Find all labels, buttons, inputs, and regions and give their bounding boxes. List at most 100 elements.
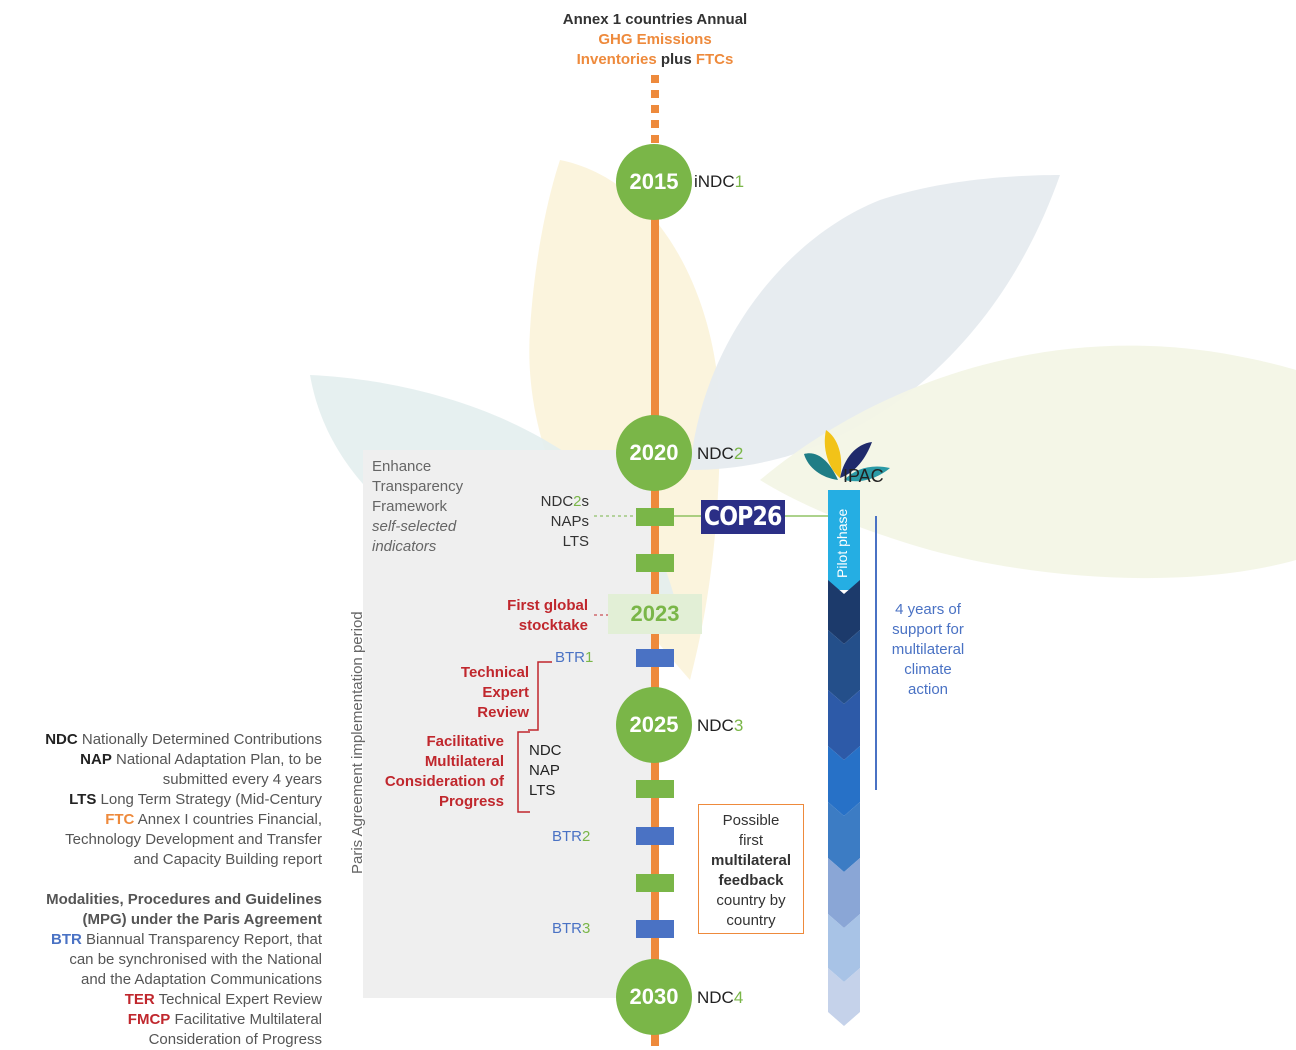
legend-lts-val: Long Term Strategy (Mid-Century: [100, 791, 322, 808]
inventories-text: Inventories: [576, 51, 657, 68]
plus-text: plus: [660, 51, 692, 68]
btr2-num: 2: [582, 828, 591, 845]
etf-text: Enhance Transparency Framework self-sele…: [372, 457, 463, 557]
feedback-line3: multilateral: [710, 852, 792, 869]
global-stocktake-text: First global stocktake: [470, 596, 588, 636]
ndc2s-num: 2: [573, 493, 582, 510]
btr2-label: BTR2: [552, 827, 590, 847]
legend-nap-cont: submitted every 4 years: [162, 771, 322, 788]
ndc2-label: NDC2: [697, 444, 743, 464]
ndc2s-prefix: NDC: [540, 493, 574, 510]
legend-ftc-key: FTC: [105, 811, 135, 828]
year-2020-circle: 2020: [616, 415, 692, 491]
support-line1: 4 years of: [895, 601, 961, 618]
feedback-line1: Possible: [722, 812, 780, 829]
btr2-prefix: BTR: [552, 828, 582, 845]
legend-ftc-cont1: Technology Development and Transfer: [65, 831, 322, 848]
feedback-line6: country: [726, 912, 776, 929]
legend-ter-key: TER: [124, 991, 155, 1008]
pilot-phase-arrow: [828, 490, 860, 1026]
year-2025-label: 2025: [629, 712, 679, 737]
etf-line4: self-selected: [372, 518, 457, 535]
legend-fmcp: FMCP Facilitative Multilateral: [0, 1010, 322, 1030]
btr3-label: BTR3: [552, 919, 590, 939]
fmcp-bracket: [517, 731, 530, 813]
ndc4-label: NDC4: [697, 988, 743, 1008]
ipac-logo-icon: [804, 430, 890, 482]
feedback-line4: feedback: [718, 872, 784, 889]
ndc2-prefix: NDC: [697, 444, 734, 463]
ndc1-num: 1: [734, 172, 745, 191]
leaf-yellow: [529, 160, 720, 680]
naps-label: NAPs: [550, 513, 589, 530]
legend-ftc: FTC Annex I countries Financial,: [0, 810, 322, 830]
ter-text: Technical Expert Review: [430, 663, 529, 723]
btr1-label: BTR1: [555, 648, 593, 668]
top-header: Annex 1 countries Annual GHG Emissions I…: [520, 10, 790, 70]
support-line2: support for: [892, 621, 964, 638]
ter-bracket: [528, 661, 552, 731]
year-2030-label: 2030: [629, 984, 679, 1009]
legend-btr-val1: Biannual Transparency Report, that: [86, 931, 322, 948]
btr3-prefix: BTR: [552, 920, 582, 937]
ndc3-prefix: NDC: [697, 716, 734, 735]
support-line3: multilateral: [891, 641, 965, 658]
timeline-block-btr2: [636, 827, 674, 845]
support-text: 4 years of support for multilateral clim…: [878, 600, 978, 700]
support-line5: action: [907, 681, 949, 698]
year-2015-label: 2015: [629, 169, 679, 194]
bracket-list-ndc: NDC: [529, 742, 562, 759]
btr1-prefix: BTR: [555, 649, 585, 666]
btr3-num: 3: [582, 920, 591, 937]
year-2020-label: 2020: [629, 440, 679, 465]
pilot-phase-label: Pilot phase: [834, 509, 850, 578]
top-header-line1: Annex 1 countries Annual: [562, 11, 748, 28]
legend-btr-cont2: and the Adaptation Communications: [81, 971, 322, 988]
ter-line2: Expert: [482, 684, 529, 701]
fmcp-line4: Progress: [438, 793, 504, 810]
legend-fmcp-val1: Facilitative Multilateral: [174, 1011, 322, 1028]
timeline-block-2028: [636, 874, 674, 892]
ipac-label: IPAC: [843, 466, 884, 486]
ndc2s-suffix: s: [581, 493, 590, 510]
cop26-label: COP26: [704, 502, 783, 532]
ter-line3: Review: [477, 704, 529, 721]
year-2023-box: 2023: [608, 594, 702, 634]
fmcp-line1: Facilitative: [426, 733, 504, 750]
year-2023-label: 2023: [630, 601, 680, 626]
legend-nap: NAP National Adaptation Plan, to be: [0, 750, 322, 770]
legend-btr: BTR Biannual Transparency Report, that: [0, 930, 322, 950]
top-header-line3: Inventories plus FTCs: [520, 50, 790, 70]
support-line4: climate: [904, 661, 952, 678]
legend-spacer: [0, 870, 322, 890]
cop26-badge: COP26: [701, 500, 785, 534]
ftcs-text: FTCs: [695, 51, 734, 68]
legend-btr-key: BTR: [51, 931, 82, 948]
ndc1-prefix: iNDC: [694, 172, 735, 191]
legend-ter: TER Technical Expert Review: [0, 990, 322, 1010]
year-2025-circle: 2025: [616, 687, 692, 763]
ndc2s-label: NDC2s: [500, 492, 589, 512]
fmcp-text: Facilitative Multilateral Consideration …: [370, 732, 504, 812]
bracket-list-lts: LTS: [529, 782, 556, 799]
feedback-line5: country by: [716, 892, 786, 909]
legend-fmcp-cont: Consideration of Progress: [148, 1031, 322, 1048]
legend-ndc-key: NDC: [45, 731, 78, 748]
ndc1-label: iNDC1: [694, 172, 744, 192]
etf-line2: Transparency: [372, 478, 464, 495]
bracket-list-nap: NAP: [529, 762, 560, 779]
ndc2-num: 2: [733, 444, 744, 463]
timeline-block-btr3: [636, 920, 674, 938]
ndc4-num: 4: [733, 988, 744, 1007]
ndc3-label: NDC3: [697, 716, 743, 736]
gst-line1: First global: [507, 597, 588, 614]
fmcp-line2: Multilateral: [424, 753, 504, 770]
legend-btr-cont1: can be synchronised with the National: [69, 951, 322, 968]
legend-ftc-val1: Annex I countries Financial,: [137, 811, 322, 828]
timeline-block-btr1: [636, 649, 674, 667]
lts-label: LTS: [562, 533, 589, 550]
ter-line1: Technical: [460, 664, 529, 681]
legend-mpg2: (MPG) under the Paris Agreement: [82, 911, 323, 928]
leaf-gray: [690, 175, 1060, 470]
legend-fmcp-key: FMCP: [127, 1011, 171, 1028]
